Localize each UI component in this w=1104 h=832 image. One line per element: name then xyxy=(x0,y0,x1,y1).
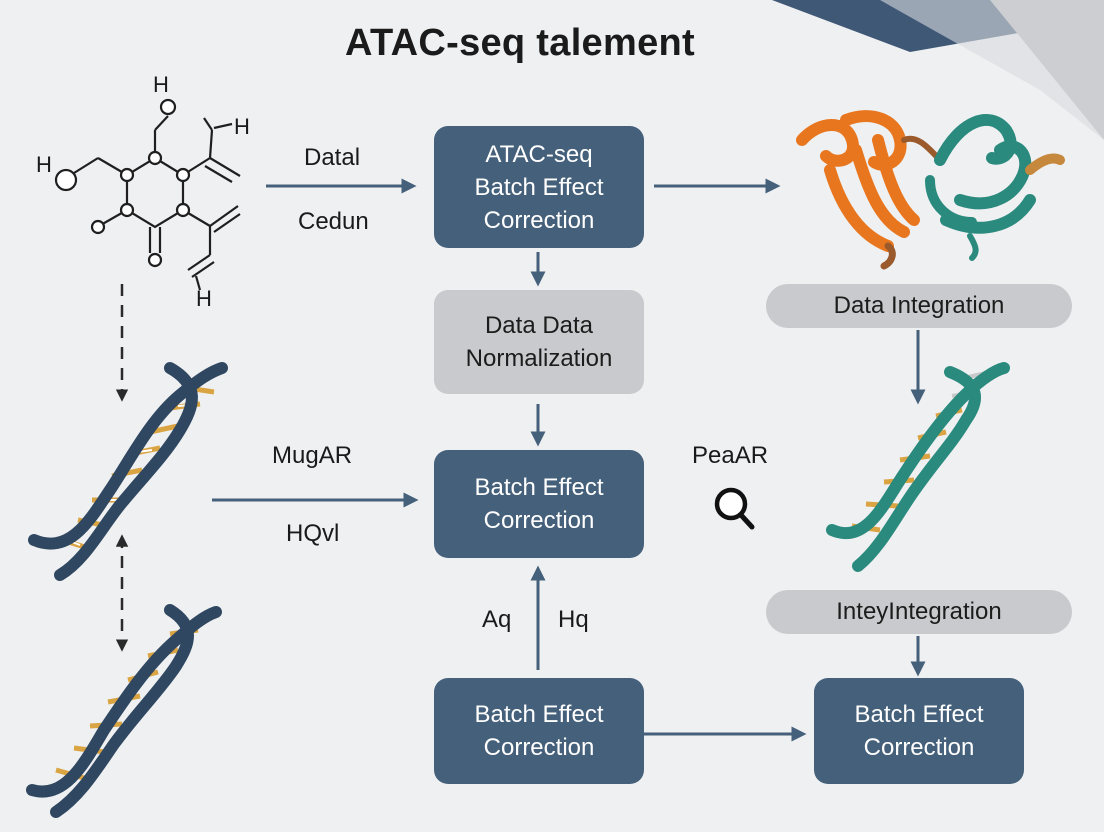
label-cedun: Cedun xyxy=(298,208,369,235)
atom-label-h-left: H xyxy=(36,152,52,177)
atom-label-h-right: H xyxy=(234,114,250,139)
atom-label-h-top: H xyxy=(153,72,169,97)
atac-seq-correction-box: ATAC-seq Batch Effect Correction xyxy=(434,126,644,248)
label-datal: Datal xyxy=(304,144,361,171)
data-integration-pill: Data Integration xyxy=(766,284,1072,328)
batch-effect-correction-right-box: Batch Effect Correction xyxy=(814,678,1024,784)
label-mugar: MugAR xyxy=(272,442,353,469)
label-peaar: PeaAR xyxy=(692,442,769,469)
batch-effect-correction-middle-box: Batch Effect Correction xyxy=(434,450,644,558)
integration-pill: InteyIntegration xyxy=(766,590,1072,634)
label-aq: Aq xyxy=(482,606,512,633)
batch-effect-correction-bottom-box: Batch Effect Correction xyxy=(434,678,644,784)
left-helix-top xyxy=(28,362,228,581)
normalization-box: Data Data Normalization xyxy=(434,290,644,394)
label-hqvl: HQvl xyxy=(286,520,340,547)
left-helix-bottom xyxy=(26,604,222,818)
label-hq: Hq xyxy=(558,606,589,633)
atom-label-h-bottom: H xyxy=(196,286,212,311)
diagram-title: ATAC-seq talement xyxy=(345,22,695,64)
